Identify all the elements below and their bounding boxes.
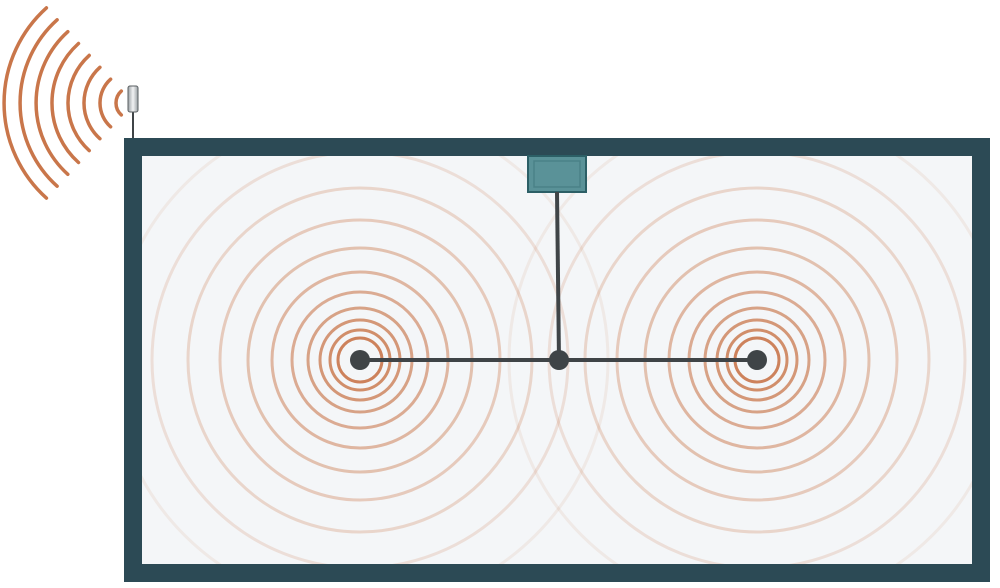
signal-arc	[66, 53, 91, 153]
signal-arc	[18, 18, 59, 188]
nodes	[350, 350, 767, 370]
signal-arc	[114, 89, 124, 117]
left-source-node	[350, 350, 370, 370]
right-source-node	[747, 350, 767, 370]
signal-arc	[34, 29, 70, 177]
vertical-connector	[555, 191, 561, 361]
signal-arc	[82, 65, 102, 141]
transmitter-module-icon	[527, 155, 587, 193]
signal-arc	[50, 41, 81, 165]
junction-node	[549, 350, 569, 370]
antenna-icon	[127, 85, 139, 138]
signal-arc	[2, 6, 49, 200]
signal-arc	[98, 77, 113, 129]
wireless-signal-icon	[2, 6, 124, 200]
